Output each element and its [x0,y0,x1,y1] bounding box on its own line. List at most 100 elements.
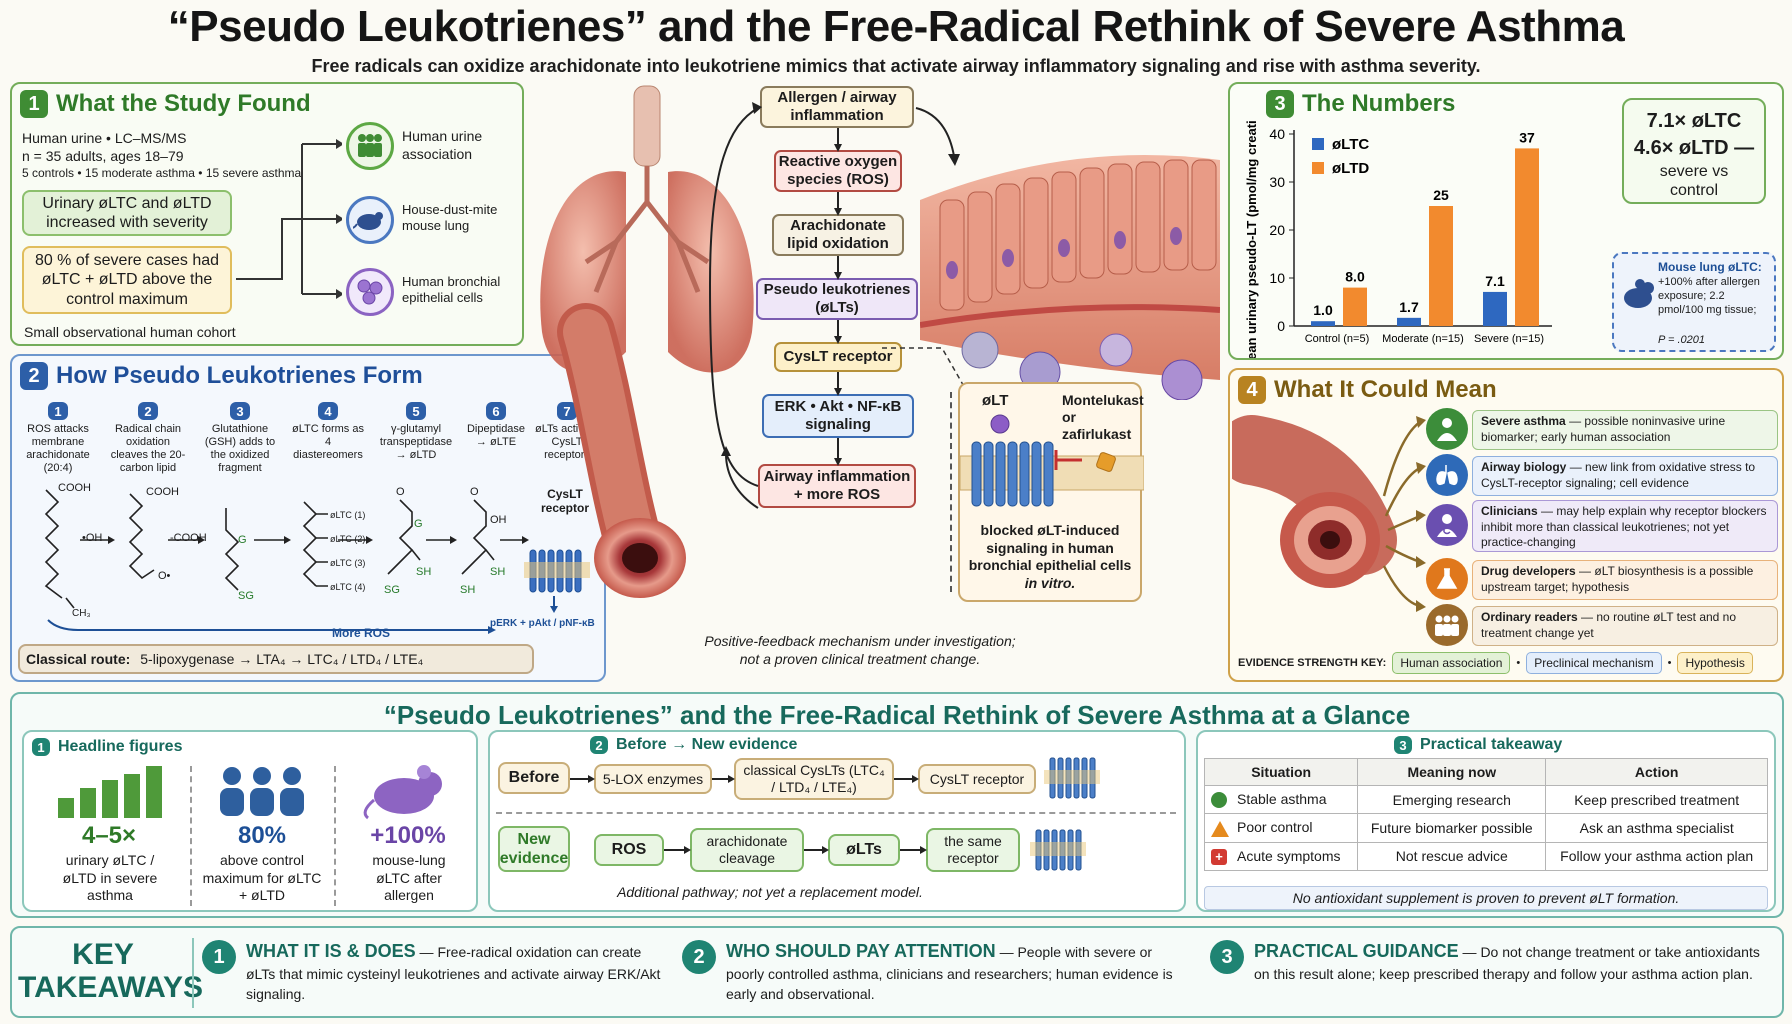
fig2-text: above control maximum for øLTC + øLTD [202,852,322,903]
page-title: “Pseudo Leukotrienes” and the Free-Radic… [167,2,1625,51]
legend-label: øLTD [1332,160,1369,177]
table-row: Stable asthma Emerging research Keep pre… [1203,784,1768,815]
x-tick-label: Control (n=5) [1305,333,1370,345]
bar-chart-icon [58,766,162,818]
blocker-caption: blocked øLT-induced signaling in human b… [968,522,1132,591]
key-hypothesis: Hypothesis [1677,652,1753,674]
fig1-big: 4–5× [81,822,137,849]
chem-ch3: CH₃ [72,608,91,619]
chem-oh: •OH [82,532,103,544]
chem-sh-1: SH [416,566,432,578]
data-label: 25 [1433,187,1449,203]
col-situation: Situation [1203,758,1359,786]
chem-g-1: G [238,534,247,546]
ratio-2: 4.6× øLTD — [1633,137,1755,159]
key-takeaways-panel: KEY TAKEAWAYS 1 WHAT IT IS & DOES — Free… [10,926,1784,1018]
key-human: Human association [1392,652,1511,674]
chem-ltc-4: øLTC (4) [330,582,366,592]
key-preclinical: Preclinical mechanism [1526,652,1662,674]
doctor-icon [1426,504,1468,546]
loop-box-1: Allergen / airway inflammation [760,86,914,128]
x-tick-label: Moderate (n=15) [1382,333,1464,345]
glance-title: “Pseudo Leukotrienes” and the Free-Radic… [383,700,1411,730]
bar-oltc [1483,291,1507,326]
meaning-item-3: Clinicians — may help explain why recept… [1426,500,1780,554]
membrane-receptor [960,414,1144,507]
formation-header: 2 How Pseudo Leukotrienes Form [20,362,423,390]
warning-icon [1211,820,1229,837]
lungs-icon [1426,454,1468,496]
cells-icon [346,268,394,316]
before-label: Before [498,762,570,794]
mouse-title: Mouse lung øLTC: [1658,260,1762,274]
new-chain-3: øLTs [828,834,900,866]
table-row: Poor control Future biomarker possible A… [1203,813,1768,843]
key-takeaways-label: KEY TAKEAWAYS [18,938,204,1004]
study-finding2: 80 % of severe cases had øLTC + øLTD abo… [22,246,232,314]
x-tick-label: Severe (n=15) [1474,333,1544,345]
new-chain-2: arachidonate cleavage [690,828,804,872]
more-ros-label: More ROS [332,626,391,640]
meaning-panel: 4 What It Could Mean Severe asthma — pos… [1228,368,1784,682]
data-label: 8.0 [1345,269,1365,285]
meaning-item-5: Ordinary readers — no routine øLT test a… [1426,604,1780,646]
headline-card: 1 Headline figures 4–5× urinary øLTC / ø… [22,730,478,912]
fig3-big: +100% [370,822,446,849]
assoc-label-3: Human bronchial epithelial cells [402,274,501,306]
study-note: Small observational human cohort [24,324,236,340]
chem-cooh-3: -COOH [170,532,207,544]
blocker-drugs: Montelukast or zafirlukast [1062,392,1144,442]
before-after-divider [496,812,1176,814]
study-line1: Human urine • LC–MS/MS [22,130,187,146]
key-divider [192,938,194,1008]
chem-o-2: O [396,486,405,498]
meaning-text-5: Ordinary readers — no routine øLT test a… [1472,606,1778,646]
y-tick-label: 20 [1269,222,1285,238]
bar-oltc [1397,317,1421,326]
classical-label: Classical route: [26,650,131,667]
study-finding1: Urinary øLTC and øLTD increased with sev… [22,190,232,236]
lungs-illustration [540,85,754,598]
before-chain-1: 5-LOX enzymes [594,764,712,794]
bar-oltd [1343,287,1367,326]
data-label: 37 [1519,129,1535,145]
people-icon [346,122,394,170]
new-label: New evidence [498,826,570,872]
fig2-big: 80% [237,822,287,849]
chem-sh-2: SH [490,566,506,578]
bar-oltd [1515,148,1539,326]
assoc-label-1: Human urine association [402,128,483,162]
person-icon [1426,408,1468,450]
mouse-p: P = .0201 [1658,334,1705,346]
chem-cooh-2: COOH [146,486,179,498]
loop-caption: Positive-feedback mechanism under invest… [704,633,1016,668]
study-line3: 5 controls • 15 moderate asthma • 15 sev… [22,166,302,180]
y-tick-label: 40 [1269,126,1285,142]
meaning-item-4: Drug developers — øLT biosynthesis is a … [1426,558,1780,600]
key-item-1: 1 WHAT IT IS & DOES — Free-radical oxida… [202,938,672,1005]
before-after-arrows [570,757,1100,871]
fig3-text: mouse-lung øLTC after allergen [372,852,446,903]
meaning-item-1: Severe asthma — possible noninvasive uri… [1426,408,1780,450]
table-row: +Acute symptoms Not rescue advice Follow… [1203,841,1768,871]
y-tick-label: 0 [1277,318,1285,334]
airway-tube-illustration [1232,415,1397,588]
headline-header: 1 Headline figures [32,738,182,756]
chem-receptor-label: CysLT receptor [540,487,590,515]
y-tick-label: 10 [1269,270,1285,286]
chem-ltc-2: øLTC (2) [330,534,366,544]
flask-icon [1426,558,1468,600]
before-after-card: 2 Before → New evidence Before 5-LOX enz… [488,730,1186,912]
meaning-heading: What It Could Mean [1274,376,1497,403]
legend-label: øLTC [1332,136,1369,153]
loop-box-2: Reactive oxygen species (ROS) [774,150,902,192]
new-chain-1: ROS [594,834,664,866]
chem-o-radical: O• [158,570,171,582]
